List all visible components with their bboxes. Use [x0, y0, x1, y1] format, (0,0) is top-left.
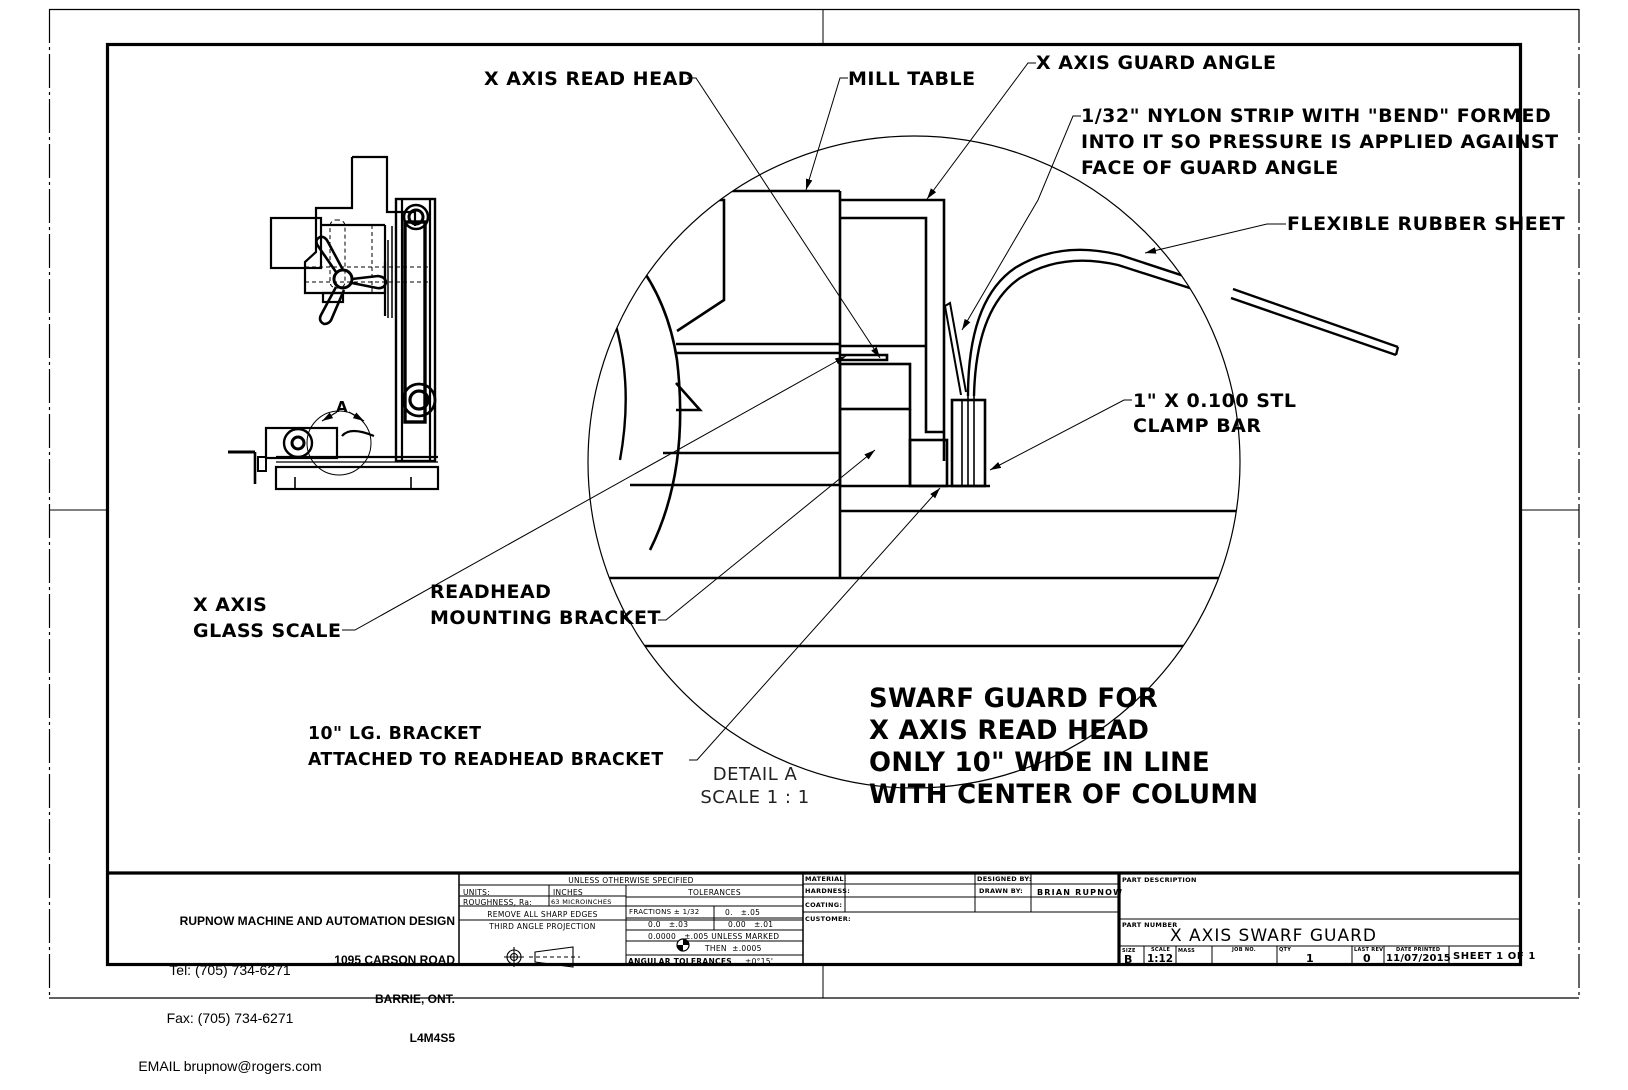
- designed-by-label: DESIGNED BY:: [977, 875, 1032, 883]
- label-mill-table: MILL TABLE: [848, 68, 976, 90]
- company-name: RUPNOW MACHINE AND AUTOMATION DESIGN: [179, 914, 455, 928]
- detail-boundary: [587, 135, 1241, 789]
- label-mounting-bracket-line-2: MOUNTING BRACKET: [430, 607, 661, 629]
- tol-fractions: FRACTIONS ± 1/32: [629, 908, 700, 916]
- tol-four-place: 0.0000 ±.005 UNLESS MARKED: [648, 932, 780, 941]
- third-angle-projection-icon: [504, 946, 580, 968]
- job-number-label: JOB NO.: [1232, 947, 1256, 953]
- sheet-number: SHEET 1 OF 1: [1453, 951, 1536, 962]
- tol-two-place: 0.00 ±.01: [728, 920, 774, 929]
- detail-a-view: [587, 135, 1400, 789]
- tol-zero-place: 0. ±.05: [725, 908, 761, 917]
- detail-a-callout-arrows: [321, 411, 365, 422]
- company-tel: Tel: (705) 734-6271: [169, 962, 291, 978]
- detail-caption-title: DETAIL A: [712, 764, 798, 785]
- spec-header: UNLESS OTHERWISE SPECIFIED: [568, 876, 694, 885]
- title-block-grid: [107, 871, 1521, 965]
- angular-tolerances-value: ±0°15': [745, 957, 774, 966]
- size-label: SIZE: [1122, 948, 1136, 954]
- detail-caption-scale: SCALE 1 : 1: [700, 787, 810, 808]
- mass-label: MASS: [1178, 948, 1196, 954]
- tol-one-place: 0.0 ±.03: [648, 920, 689, 929]
- leader-mill-table: [805, 77, 848, 191]
- main-note-line-4: WITH CENTER OF COLUMN: [869, 779, 1259, 810]
- edges-note: REMOVE ALL SHARP EDGES: [487, 910, 598, 919]
- last-rev-label: LAST REV: [1354, 947, 1384, 953]
- roughness-label: ROUGHNESS, Ra:: [463, 898, 533, 907]
- outer-frame: [48, 8, 1580, 999]
- units-value: INCHES: [553, 888, 583, 897]
- leader-nylon-strip: [961, 115, 1081, 331]
- coating-label: COATING:: [805, 901, 843, 909]
- leader-read-head: [687, 77, 881, 359]
- tolerances-header: TOLERANCES: [688, 888, 741, 897]
- surface-symbol-icon: [676, 938, 690, 952]
- label-nylon-strip-line-2: INTO IT SO PRESSURE IS APPLIED AGAINST: [1081, 131, 1559, 153]
- company-fax: Fax: (705) 734-6271: [166, 1010, 294, 1026]
- date-printed-value: 11/07/2015: [1386, 953, 1451, 964]
- last-rev-value: 0: [1363, 952, 1371, 965]
- units-label: UNITS:: [463, 888, 490, 897]
- leader-guard-angle: [926, 62, 1036, 200]
- part-number-value: X AXIS SWARF GUARD: [1170, 926, 1377, 946]
- label-x-axis-guard-angle: X AXIS GUARD ANGLE: [1036, 52, 1277, 74]
- company-email[interactable]: EMAIL brupnow@rogers.com: [138, 1058, 322, 1074]
- angular-tolerances-label: ANGULAR TOLERANCES: [628, 957, 732, 966]
- projection-label: THIRD ANGLE PROJECTION: [489, 922, 596, 931]
- part-description-label: PART DESCRIPTION: [1122, 876, 1197, 884]
- company-contact: Tel: (705) 734-6271 Fax: (705) 734-6271 …: [130, 930, 330, 1090]
- label-clamp-bar-line-1: 1" X 0.100 STL: [1133, 390, 1297, 412]
- company-city: BARRIE, ONT.: [374, 992, 455, 1006]
- leader-rubber-sheet: [1144, 223, 1286, 254]
- label-flexible-rubber-sheet: FLEXIBLE RUBBER SHEET: [1287, 213, 1566, 235]
- drawing-border: [105, 42, 1523, 967]
- label-x-axis-read-head: X AXIS READ HEAD: [484, 68, 695, 90]
- drawn-by-label: DRAWN BY:: [979, 887, 1024, 895]
- detail-a-marker: A: [336, 398, 349, 416]
- scale-value: 1:12: [1147, 953, 1174, 965]
- leader-long-bracket: [689, 487, 941, 761]
- drawing-sheet: [48, 8, 1580, 999]
- tol-then: THEN ±.0005: [705, 944, 762, 953]
- main-note-line-1: SWARF GUARD FOR: [869, 683, 1158, 714]
- main-note-line-2: X AXIS READ HEAD: [869, 715, 1150, 746]
- mill-side-view: [228, 155, 440, 491]
- scale-label: SCALE: [1151, 947, 1171, 953]
- label-long-bracket-line-1: 10" LG. BRACKET: [308, 723, 482, 744]
- company-street: 1095 CARSON ROAD: [334, 953, 455, 967]
- label-long-bracket-line-2: ATTACHED TO READHEAD BRACKET: [308, 749, 664, 770]
- label-clamp-bar-line-2: CLAMP BAR: [1133, 415, 1262, 437]
- label-nylon-strip-line-3: FACE OF GUARD ANGLE: [1081, 157, 1339, 179]
- label-nylon-strip-line-1: 1/32" NYLON STRIP WITH "BEND" FORMED: [1081, 105, 1552, 127]
- qty-label: QTY: [1279, 947, 1292, 953]
- label-glass-scale-line-2: GLASS SCALE: [193, 620, 342, 642]
- main-note-line-3: ONLY 10" WIDE IN LINE: [869, 747, 1211, 778]
- label-mounting-bracket-line-1: READHEAD: [430, 581, 552, 603]
- date-printed-label: DATE PRINTED: [1396, 947, 1441, 953]
- label-glass-scale-line-1: X AXIS: [193, 594, 268, 616]
- drawn-by-value: BRIAN RUPNOW: [1037, 888, 1124, 897]
- leader-clamp-bar: [989, 399, 1132, 471]
- roughness-value: 63 MICROINCHES: [551, 898, 612, 906]
- hardness-label: HARDNESS:: [805, 887, 851, 895]
- material-label: MATERIAL:: [805, 875, 847, 883]
- detail-caption: DETAIL A SCALE 1 : 1: [690, 763, 820, 809]
- part-number-label: PART NUMBER: [1122, 921, 1178, 929]
- leader-mounting-bracket: [658, 449, 876, 621]
- leader-lines: [342, 62, 1286, 761]
- customer-label: CUSTOMER:: [805, 915, 851, 923]
- qty-value: 1: [1306, 952, 1314, 965]
- leader-glass-scale: [342, 355, 847, 631]
- size-value: B: [1124, 953, 1133, 966]
